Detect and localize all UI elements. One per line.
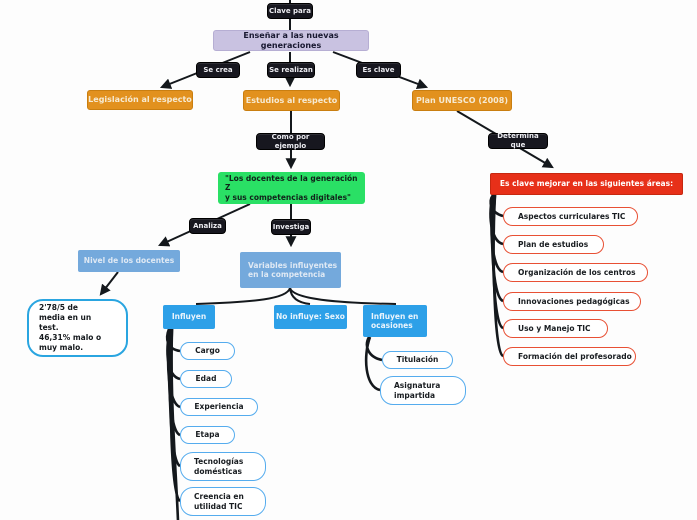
- area-pill-aspectos-curriculares[interactable]: Aspectos curriculares TIC: [503, 207, 638, 226]
- link-label-es-clave[interactable]: Es clave: [356, 62, 401, 78]
- link-label-se-realizan[interactable]: Se realizan: [267, 62, 315, 78]
- factor-pill-cargo[interactable]: Cargo: [180, 342, 235, 360]
- node-tema-central[interactable]: "Los docentes de la generación Z y sus c…: [218, 172, 365, 204]
- edge-mejorar-area5: [492, 194, 504, 358]
- node-resultado-test[interactable]: 2'78/5 de media en un test. 46,31% malo …: [27, 299, 128, 357]
- factor-pill-asignatura-impartida[interactable]: Asignatura impartida: [380, 376, 466, 405]
- link-label-se-crea[interactable]: Se crea: [196, 62, 240, 78]
- node-estudios[interactable]: Estudios al respecto: [243, 90, 340, 111]
- edge-variables-ocasiones: [289, 287, 397, 305]
- node-no-influye-sexo[interactable]: No influye: Sexo: [274, 305, 347, 329]
- factor-pill-titulacion[interactable]: Titulación: [382, 351, 453, 369]
- edge-ocasiones-asignatura: [364, 336, 381, 392]
- link-label-determina-que[interactable]: Determina que: [488, 132, 548, 149]
- link-label-clave-para[interactable]: Clave para: [267, 3, 313, 19]
- node-nivel-docentes[interactable]: Nivel de los docentes: [78, 250, 180, 272]
- edge-nivel-resultado: [99, 271, 119, 296]
- area-pill-organizacion-centros[interactable]: Organización de los centros: [503, 263, 648, 282]
- edge-influyen-continues: [170, 328, 180, 520]
- node-legislacion[interactable]: Legislación al respecto: [87, 90, 193, 110]
- node-influyen-ocasiones[interactable]: Influyen en ocasiones: [363, 305, 427, 337]
- node-mejorar-areas[interactable]: Es clave mejorar en las siguientes áreas…: [490, 173, 683, 195]
- factor-pill-experiencia[interactable]: Experiencia: [180, 398, 258, 416]
- area-pill-formacion-profesorado[interactable]: Formación del profesorado: [503, 347, 636, 366]
- area-pill-innovaciones-pedagogicas[interactable]: Innovaciones pedagógicas: [503, 292, 641, 311]
- edge-variables-influyen: [195, 287, 291, 305]
- node-plan-unesco[interactable]: Plan UNESCO (2008): [412, 90, 512, 111]
- factor-pill-edad[interactable]: Edad: [180, 370, 232, 388]
- node-variables-influyentes[interactable]: Variables influyentes en la competencia: [240, 252, 341, 288]
- link-label-como-por-ejemplo[interactable]: Como por ejemplo: [256, 133, 325, 150]
- area-pill-uso-manejo-tic[interactable]: Uso y Manejo TIC: [503, 319, 608, 338]
- factor-pill-etapa[interactable]: Etapa: [180, 426, 235, 444]
- node-ensenar-nuevas-generaciones[interactable]: Enseñar a las nuevas generaciones: [213, 30, 369, 51]
- area-pill-plan-de-estudios[interactable]: Plan de estudios: [503, 235, 604, 254]
- factor-pill-creencia-utilidad-tic[interactable]: Creencia en utilidad TIC: [180, 487, 266, 516]
- factor-pill-tecnologias-domesticas[interactable]: Tecnologías domésticas: [180, 452, 266, 481]
- node-influyen[interactable]: Influyen: [163, 305, 215, 329]
- link-label-investiga[interactable]: Investiga: [271, 219, 311, 235]
- link-label-analiza[interactable]: Analiza: [189, 218, 226, 234]
